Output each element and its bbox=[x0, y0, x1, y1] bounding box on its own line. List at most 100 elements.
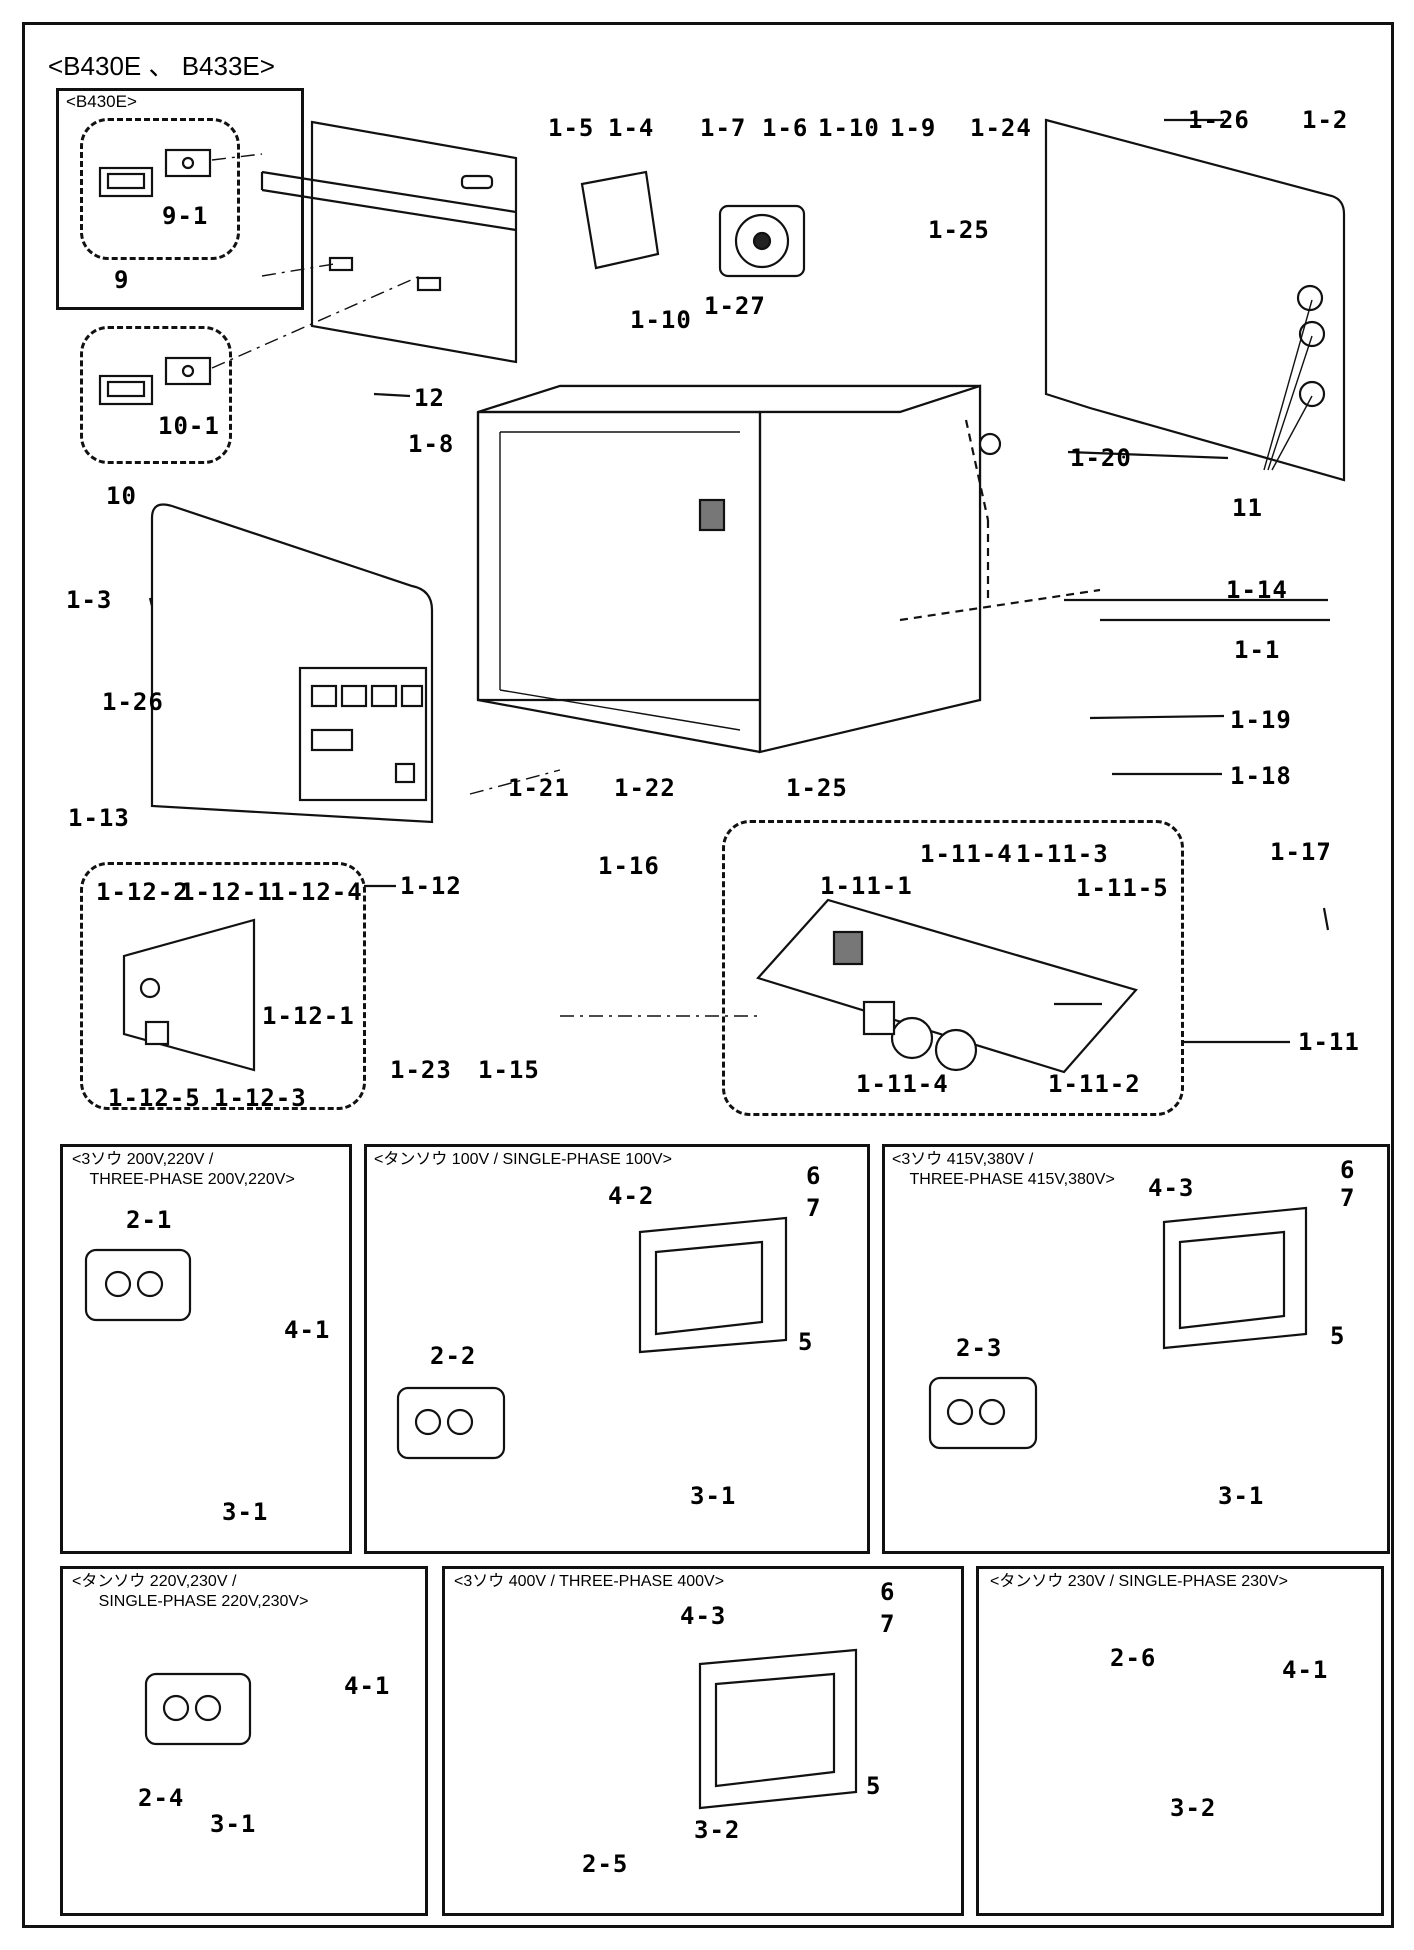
part-label: 2-6 bbox=[1110, 1644, 1157, 1672]
front-cover bbox=[150, 503, 434, 824]
part-label: 1-12-3 bbox=[214, 1084, 307, 1112]
part-label: 3-1 bbox=[1218, 1482, 1265, 1510]
part-label: 1-11 bbox=[1298, 1028, 1360, 1056]
part-label: 1-23 bbox=[390, 1056, 452, 1084]
main-cabinet bbox=[476, 384, 1002, 754]
panel-three-phase-200v bbox=[60, 1144, 352, 1554]
filter-block-2-3 bbox=[928, 1376, 1038, 1450]
part-label: 9-1 bbox=[162, 202, 209, 230]
part-label: 4-1 bbox=[284, 1316, 331, 1344]
panel-header: <3ソウ 200V,220V / THREE-PHASE 200V,220V> bbox=[72, 1151, 295, 1188]
part-label: 1-17 bbox=[1270, 838, 1332, 866]
part-label: 3-2 bbox=[694, 1816, 741, 1844]
part-label: 1-11-5 bbox=[1076, 874, 1169, 902]
part-label: 1-3 bbox=[66, 586, 113, 614]
part-label: 1-25 bbox=[786, 774, 848, 802]
filter-block-2-4 bbox=[144, 1672, 252, 1746]
part-label: 1-24 bbox=[970, 114, 1032, 142]
part-label: 1-13 bbox=[68, 804, 130, 832]
part-label: 2-4 bbox=[138, 1784, 185, 1812]
part-label: 1-18 bbox=[1230, 762, 1292, 790]
part-label: 1-10 bbox=[818, 114, 880, 142]
part-label: 1-16 bbox=[598, 852, 660, 880]
part-label: 2-5 bbox=[582, 1850, 629, 1878]
transformer-4-3-b bbox=[698, 1648, 858, 1810]
part-label: 7 bbox=[880, 1610, 896, 1638]
drawing-frame bbox=[22, 22, 1394, 1928]
part-group-10 bbox=[80, 326, 232, 464]
part-label: 3-1 bbox=[222, 1498, 269, 1526]
part-label: 1-11-3 bbox=[1016, 840, 1109, 868]
part-label: 10 bbox=[106, 482, 137, 510]
part-label: 7 bbox=[1340, 1184, 1356, 1212]
part-label: 1-6 bbox=[762, 114, 809, 142]
part-label: 2-2 bbox=[430, 1342, 477, 1370]
part-label: 1-12-1 bbox=[180, 878, 273, 906]
part-label: 1-1 bbox=[1234, 636, 1281, 664]
part-label: 2-1 bbox=[126, 1206, 173, 1234]
panel-header: <3ソウ 415V,380V / THREE-PHASE 415V,380V> bbox=[892, 1151, 1115, 1188]
part-label: 1-2 bbox=[1302, 106, 1349, 134]
diagram-title: <B430E 、 B433E> bbox=[48, 51, 275, 81]
part-label: 1-11-4 bbox=[920, 840, 1013, 868]
b430e-header: <B430E> bbox=[66, 92, 137, 111]
part-label: 1-4 bbox=[608, 114, 655, 142]
part-label: 1-27 bbox=[704, 292, 766, 320]
part-label: 1-10 bbox=[630, 306, 692, 334]
transformer-4-3-a bbox=[1162, 1206, 1308, 1350]
panel-header: <タンソウ 100V / SINGLE-PHASE 100V> bbox=[374, 1151, 672, 1168]
part-label: 1-11-1 bbox=[820, 872, 913, 900]
part-label: 1-21 bbox=[508, 774, 570, 802]
cooling-fan bbox=[718, 204, 806, 278]
panel-header: <3ソウ 400V / THREE-PHASE 400V> bbox=[454, 1573, 725, 1590]
part-label: 1-5 bbox=[548, 114, 595, 142]
part-label: 1-12-2 bbox=[96, 878, 189, 906]
transformer-4-2 bbox=[638, 1216, 788, 1354]
part-label: 1-9 bbox=[890, 114, 937, 142]
heatsink-panel bbox=[260, 120, 518, 364]
part-label: 1-15 bbox=[478, 1056, 540, 1084]
part-label: 1-25 bbox=[928, 216, 990, 244]
part-label: 4-3 bbox=[680, 1602, 727, 1630]
part-label: 4-1 bbox=[344, 1672, 391, 1700]
part-label: 5 bbox=[798, 1328, 814, 1356]
part-label: 1-8 bbox=[408, 430, 455, 458]
part-label: 6 bbox=[806, 1162, 822, 1190]
panel-single-phase-230v bbox=[976, 1566, 1384, 1916]
part-label: 1-19 bbox=[1230, 706, 1292, 734]
part-label: 1-22 bbox=[614, 774, 676, 802]
panel-header: <タンソウ 220V,230V / SINGLE-PHASE 220V,230V… bbox=[72, 1573, 309, 1610]
part-label: 4-2 bbox=[608, 1182, 655, 1210]
filter-block-2-1 bbox=[84, 1248, 192, 1322]
part-label: 10-1 bbox=[158, 412, 220, 440]
relay-block-9 bbox=[98, 148, 212, 198]
relay-block-10 bbox=[98, 356, 212, 406]
part-label: 1-12-1 bbox=[262, 1002, 355, 1030]
part-label: 11 bbox=[1232, 494, 1263, 522]
part-group-1-11 bbox=[722, 820, 1184, 1116]
part-label: 1-7 bbox=[700, 114, 747, 142]
part-label: 1-12 bbox=[400, 872, 462, 900]
part-label: 5 bbox=[866, 1772, 882, 1800]
panel-single-phase-100v bbox=[364, 1144, 870, 1554]
part-label: 1-12-5 bbox=[108, 1084, 201, 1112]
part-group-9 bbox=[80, 118, 240, 260]
part-label: 3-2 bbox=[1170, 1794, 1217, 1822]
part-label: 1-20 bbox=[1070, 444, 1132, 472]
part-label: 12 bbox=[414, 384, 445, 412]
part-label: 4-1 bbox=[1282, 1656, 1329, 1684]
rear-plate bbox=[1044, 118, 1346, 482]
part-label: 1-14 bbox=[1226, 576, 1288, 604]
part-label: 1-12-4 bbox=[270, 878, 363, 906]
part-label: 7 bbox=[806, 1194, 822, 1222]
part-label: 3-1 bbox=[690, 1482, 737, 1510]
part-label: 5 bbox=[1330, 1322, 1346, 1350]
part-label: 1-26 bbox=[102, 688, 164, 716]
panel-header: <タンソウ 230V / SINGLE-PHASE 230V> bbox=[990, 1573, 1288, 1590]
part-label: 2-3 bbox=[956, 1334, 1003, 1362]
part-label: 3-1 bbox=[210, 1810, 257, 1838]
part-label: 9 bbox=[114, 266, 130, 294]
part-label: 1-11-4 bbox=[856, 1070, 949, 1098]
part-label: 4-3 bbox=[1148, 1174, 1195, 1202]
